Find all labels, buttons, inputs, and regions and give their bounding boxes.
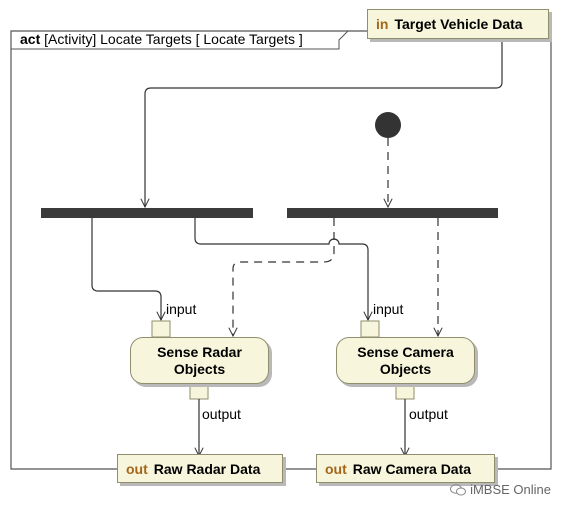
input-parameter-name: Target Vehicle Data — [394, 16, 523, 32]
frame-keyword: act — [20, 31, 41, 47]
activity-frame — [10, 16, 552, 470]
action-camera-line2: Objects — [379, 360, 432, 377]
frame-top-edge — [10, 30, 368, 49]
input-direction-keyword: in — [376, 16, 389, 32]
radar-input-pin[interactable] — [151, 320, 171, 338]
output-parameter-raw-camera-data[interactable]: out Raw Camera Data — [316, 454, 495, 483]
radar-output-parameter-name: Raw Radar Data — [153, 460, 261, 477]
output-parameter-raw-radar-data[interactable]: out Raw Radar Data — [117, 454, 283, 483]
input-parameter-target-vehicle-data[interactable]: in Target Vehicle Data — [367, 9, 549, 39]
control-fork-to-radar — [233, 218, 335, 336]
radar-output-direction-keyword: out — [126, 460, 148, 477]
frame-title: act [Activity] Locate Targets [ Locate T… — [20, 31, 303, 47]
action-sense-camera-objects[interactable]: Sense Camera Objects — [336, 337, 475, 384]
radar-output-pin[interactable] — [189, 382, 209, 400]
action-camera-line1: Sense Camera — [357, 343, 454, 360]
frame-name: [Activity] Locate Targets [ Locate Targe… — [44, 31, 303, 47]
fork-bar-right — [287, 208, 498, 218]
action-radar-line2: Objects — [173, 360, 226, 377]
action-sense-radar-objects[interactable]: Sense Radar Objects — [130, 337, 269, 384]
flow-input-to-fork — [145, 38, 503, 207]
chat-bubble-icon — [450, 483, 467, 495]
flow-fork-to-radar-input — [91, 218, 161, 320]
watermark-text: iMBSE Online — [470, 482, 551, 497]
initial-node — [375, 112, 401, 138]
action-radar-line1: Sense Radar — [157, 343, 242, 360]
camera-input-pin[interactable] — [360, 320, 380, 338]
radar-output-label: output — [202, 406, 241, 422]
camera-input-label: input — [373, 301, 404, 317]
watermark: iMBSE Online — [450, 482, 551, 497]
flow-fork-to-camera-input — [194, 218, 368, 320]
camera-output-pin[interactable] — [395, 382, 415, 400]
camera-output-direction-keyword: out — [325, 460, 347, 477]
radar-input-label: input — [166, 301, 197, 317]
camera-output-label: output — [409, 406, 448, 422]
camera-output-parameter-name: Raw Camera Data — [352, 460, 472, 477]
fork-bar-left — [41, 208, 253, 218]
frame-name-tab — [11, 30, 349, 50]
